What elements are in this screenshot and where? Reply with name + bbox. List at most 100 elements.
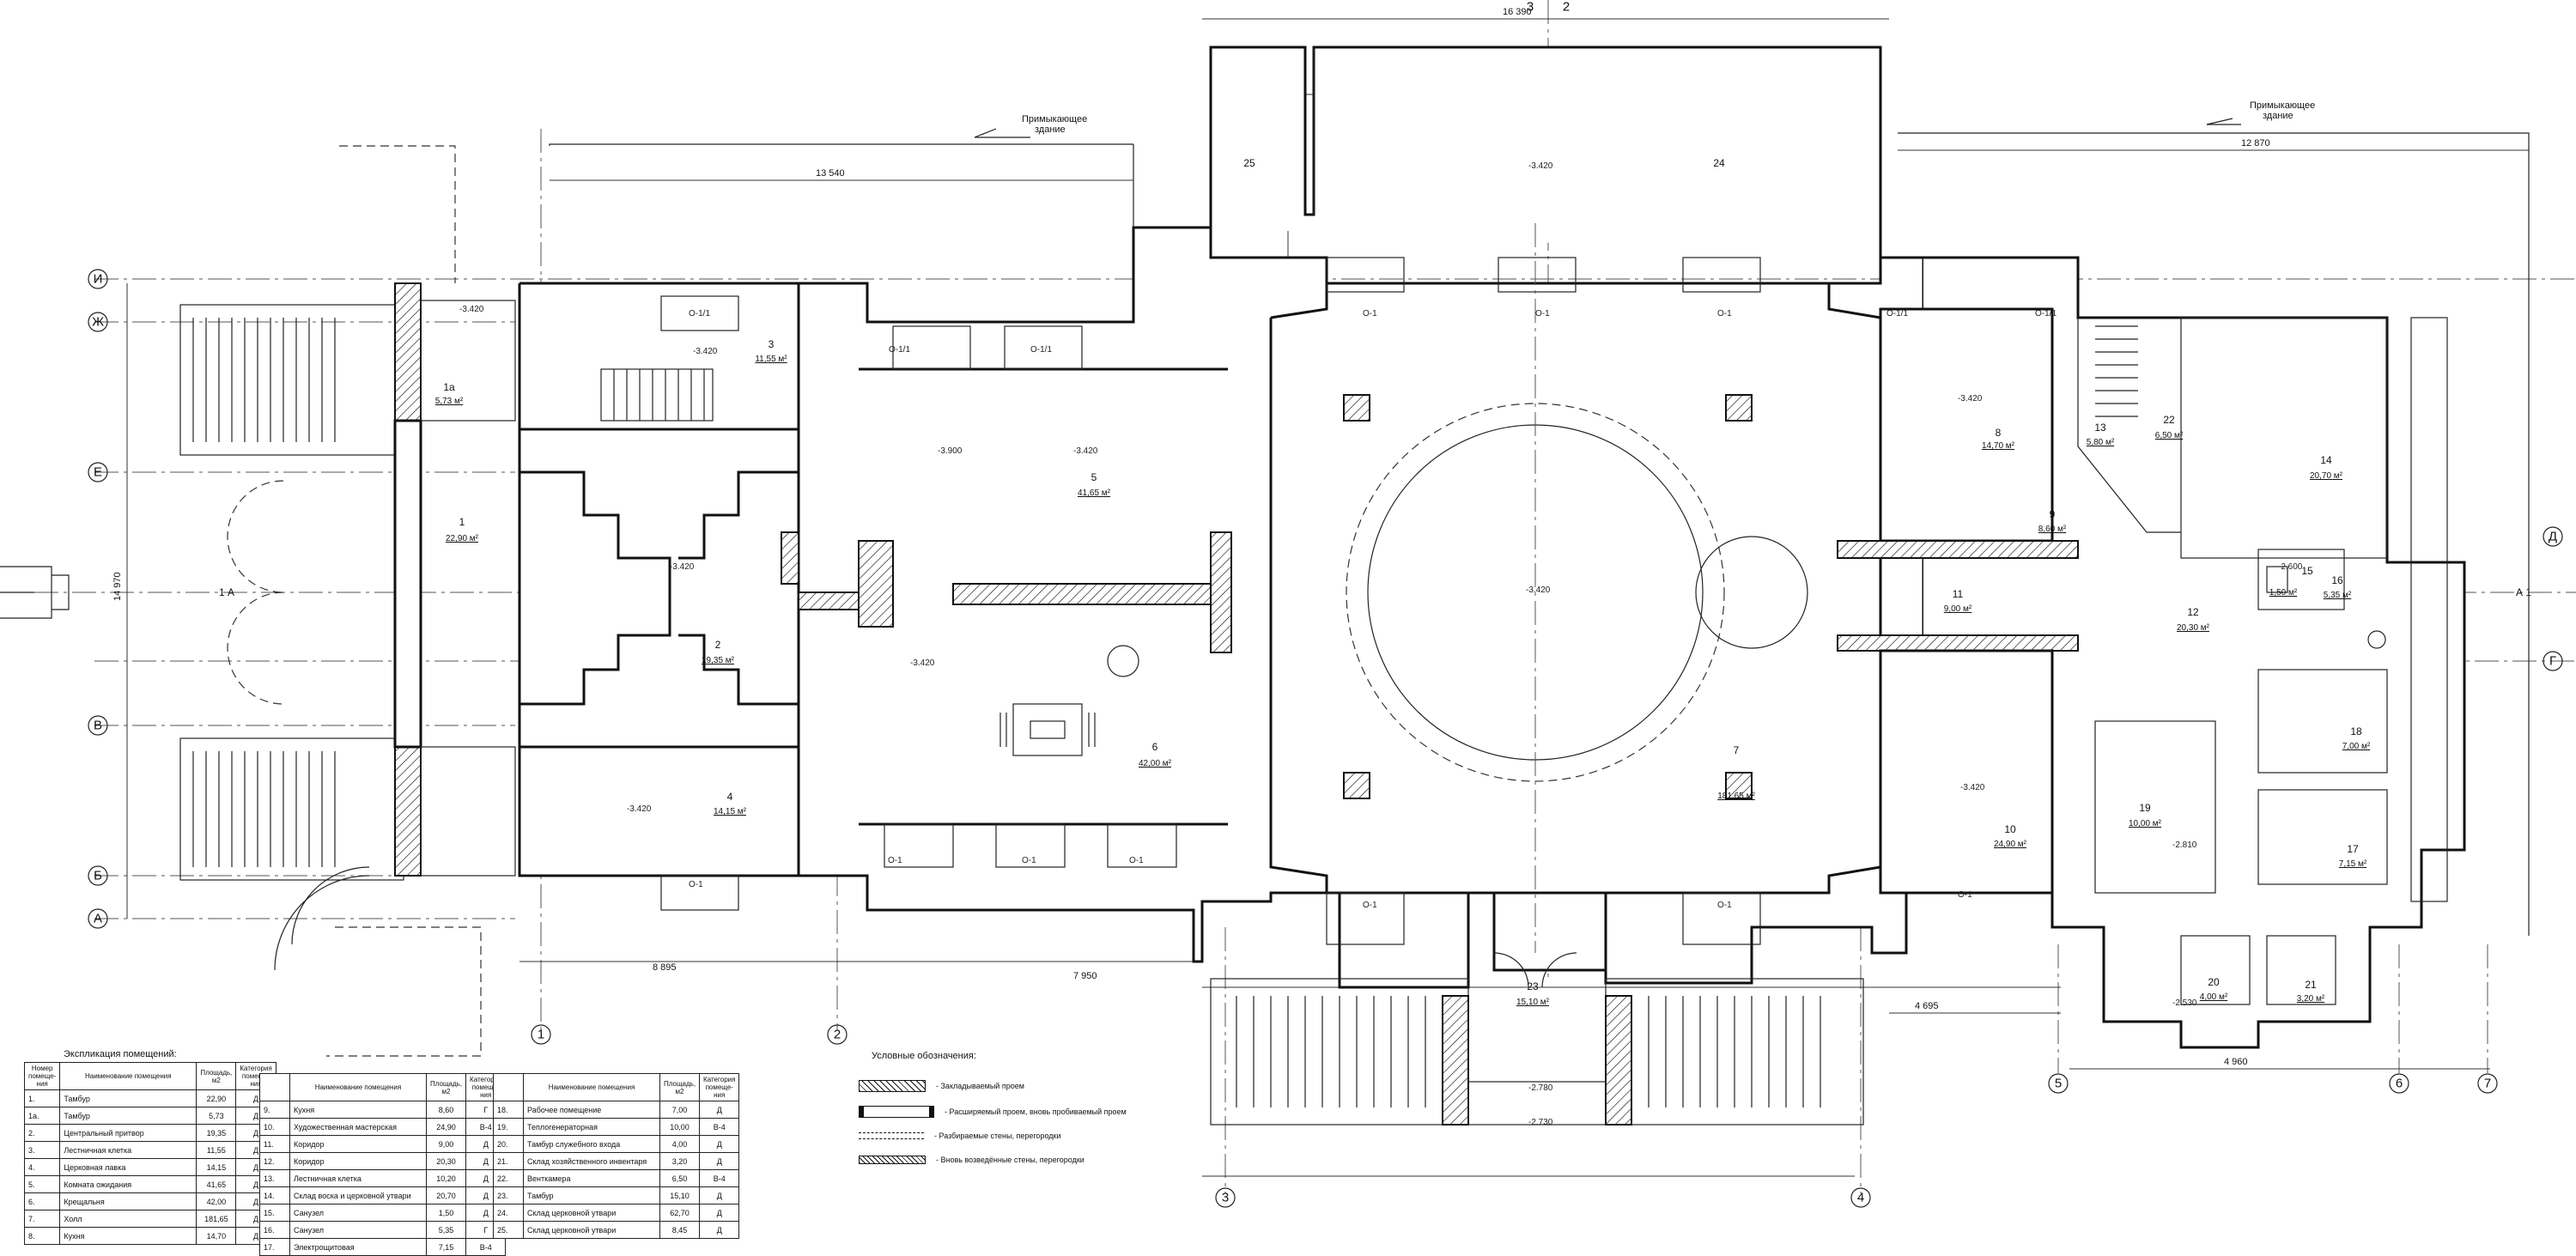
- font-steps: [999, 713, 1096, 747]
- svg-text:19: 19: [2139, 802, 2151, 814]
- middle-block-walls: [858, 325, 1232, 868]
- room-25: 25: [1243, 157, 1255, 169]
- stair-steps-top: [192, 318, 336, 442]
- svg-text:14,15 м²: 14,15 м²: [714, 807, 747, 816]
- axis-label-4: 4: [1857, 1191, 1864, 1205]
- svg-text:О-1: О-1: [1717, 901, 1732, 910]
- legend-label: - Разбираемые стены, перегородки: [934, 1132, 1061, 1140]
- top-axis-label-3: 3: [1527, 0, 1534, 15]
- svg-text:9,00 м²: 9,00 м²: [1944, 604, 1972, 614]
- svg-text:15,10 м²: 15,10 м²: [1516, 998, 1550, 1007]
- svg-text:22: 22: [2163, 414, 2175, 426]
- svg-text:-2.780: -2.780: [1528, 1083, 1553, 1093]
- svg-text:О-1/1: О-1/1: [2035, 309, 2057, 319]
- svg-text:14: 14: [2320, 454, 2332, 466]
- svg-text:-3.420: -3.420: [1960, 783, 1985, 792]
- legend-label: - Закладываемый проем: [936, 1082, 1024, 1090]
- explication-table-2: Наименование помещения Площадь, м2 Катег…: [259, 1073, 507, 1256]
- svg-text:20: 20: [2208, 976, 2220, 988]
- svg-text:О-1: О-1: [1363, 901, 1377, 910]
- svg-text:О-1: О-1: [1129, 856, 1144, 865]
- axis-label-7: 7: [2484, 1077, 2491, 1091]
- stair-steps-bottom: [192, 751, 336, 867]
- svg-text:7,00 м²: 7,00 м²: [2342, 742, 2371, 751]
- svg-text:О-1: О-1: [1022, 856, 1036, 865]
- svg-text:-3.420: -3.420: [459, 305, 484, 314]
- svg-text:23: 23: [1527, 980, 1539, 992]
- room-18: 187,00 м²: [2342, 725, 2371, 751]
- legend-item-new-walls: - Вновь возведённые стены, перегородки: [859, 1156, 1084, 1164]
- svg-text:О-1: О-1: [888, 856, 902, 865]
- svg-text:-3.420: -3.420: [693, 347, 718, 356]
- svg-text:17: 17: [2347, 843, 2359, 855]
- legend-item-filled-opening: - Закладываемый проем: [859, 1080, 1024, 1092]
- svg-text:-3.900: -3.900: [938, 446, 963, 456]
- dim-bottom-mid: 7 950: [1073, 971, 1097, 981]
- legend-swatch-new-wall: [859, 1156, 926, 1164]
- stair-3: [600, 368, 714, 422]
- room-1a: 1а5,73 м²: [435, 381, 464, 406]
- svg-text:О-1/1: О-1/1: [1030, 345, 1052, 355]
- svg-text:-2.810: -2.810: [2172, 840, 2197, 850]
- room-8: 8 14,70 м²: [1982, 427, 2015, 451]
- svg-text:14,70 м²: 14,70 м²: [1982, 441, 2015, 451]
- room-labels: 122,90 м² 1а5,73 м² 219,35 м² 311,55 м² …: [435, 157, 2371, 1007]
- dim-top-total: 16 390: [1503, 7, 1532, 17]
- dim-top-right: 12 870: [2241, 138, 2270, 149]
- row-axis-markers: И Ж Е Д Г В Б А: [88, 269, 2563, 929]
- top-axis-label-2: 2: [1563, 0, 1570, 15]
- room-24: 24: [1713, 157, 1725, 169]
- room-13: 135,80 м²: [2087, 422, 2115, 447]
- axis-label-d: Д: [2549, 530, 2557, 544]
- central-hall: [1269, 223, 1882, 953]
- section-marks: 1 А А 1: [0, 586, 2531, 598]
- floor-plan-drawing: И Ж Е Д Г В Б А 1 2 3 4 5 6 7 3 2 1 А А …: [0, 0, 2576, 1208]
- svg-text:О-1/1: О-1/1: [689, 309, 710, 319]
- legend-label: - Вновь возведённые стены, перегородки: [936, 1156, 1084, 1164]
- explication-header-row: Наименование помещения Площадь, м2 Катег…: [259, 1073, 507, 1101]
- svg-text:-2.530: -2.530: [2172, 998, 2197, 1008]
- svg-text:15: 15: [2301, 565, 2313, 577]
- legend-label: - Расширяемый проем, вновь пробиваемый п…: [945, 1107, 1127, 1116]
- room-4: 414,15 м²: [714, 791, 747, 816]
- svg-text:20,70 м²: 20,70 м²: [2310, 471, 2343, 481]
- level-marks: -3.420 -3.420 -3.420 -3.420 -3.420 -3.42…: [459, 161, 2303, 1127]
- room-3: 311,55 м²: [755, 338, 787, 364]
- section-mark-left: 1 А: [219, 586, 234, 598]
- svg-text:5,73 м²: 5,73 м²: [435, 397, 464, 406]
- svg-text:181,65 м²: 181,65 м²: [1717, 792, 1755, 801]
- svg-text:-3.420: -3.420: [1073, 446, 1098, 456]
- legend-swatch-double: [859, 1106, 934, 1118]
- right-wing-walls: [1837, 307, 2388, 1005]
- svg-text:6,50 м²: 6,50 м²: [2155, 431, 2184, 440]
- svg-text:8: 8: [1996, 427, 2002, 439]
- room-17: 177,15 м²: [2339, 843, 2367, 869]
- svg-text:О-1/1: О-1/1: [889, 345, 910, 355]
- svg-text:5: 5: [1091, 471, 1097, 483]
- legend-item-widened-opening: - Расширяемый проем, вновь пробиваемый п…: [859, 1106, 1127, 1118]
- dim-top-left: 13 540: [816, 168, 845, 179]
- svg-text:8,60 м²: 8,60 м²: [2038, 525, 2067, 534]
- room-6: 642,00 м²: [1139, 741, 1172, 768]
- svg-text:19,35 м²: 19,35 м²: [702, 656, 735, 665]
- room-5: 541,65 м²: [1078, 471, 1111, 498]
- dim-bottom-left: 8 895: [653, 962, 677, 973]
- column-axis-markers: 1 2 3 4 5 6 7 3 2: [531, 0, 2498, 1208]
- svg-text:-3.420: -3.420: [670, 562, 695, 572]
- bottom-entrance: [1210, 952, 1864, 1126]
